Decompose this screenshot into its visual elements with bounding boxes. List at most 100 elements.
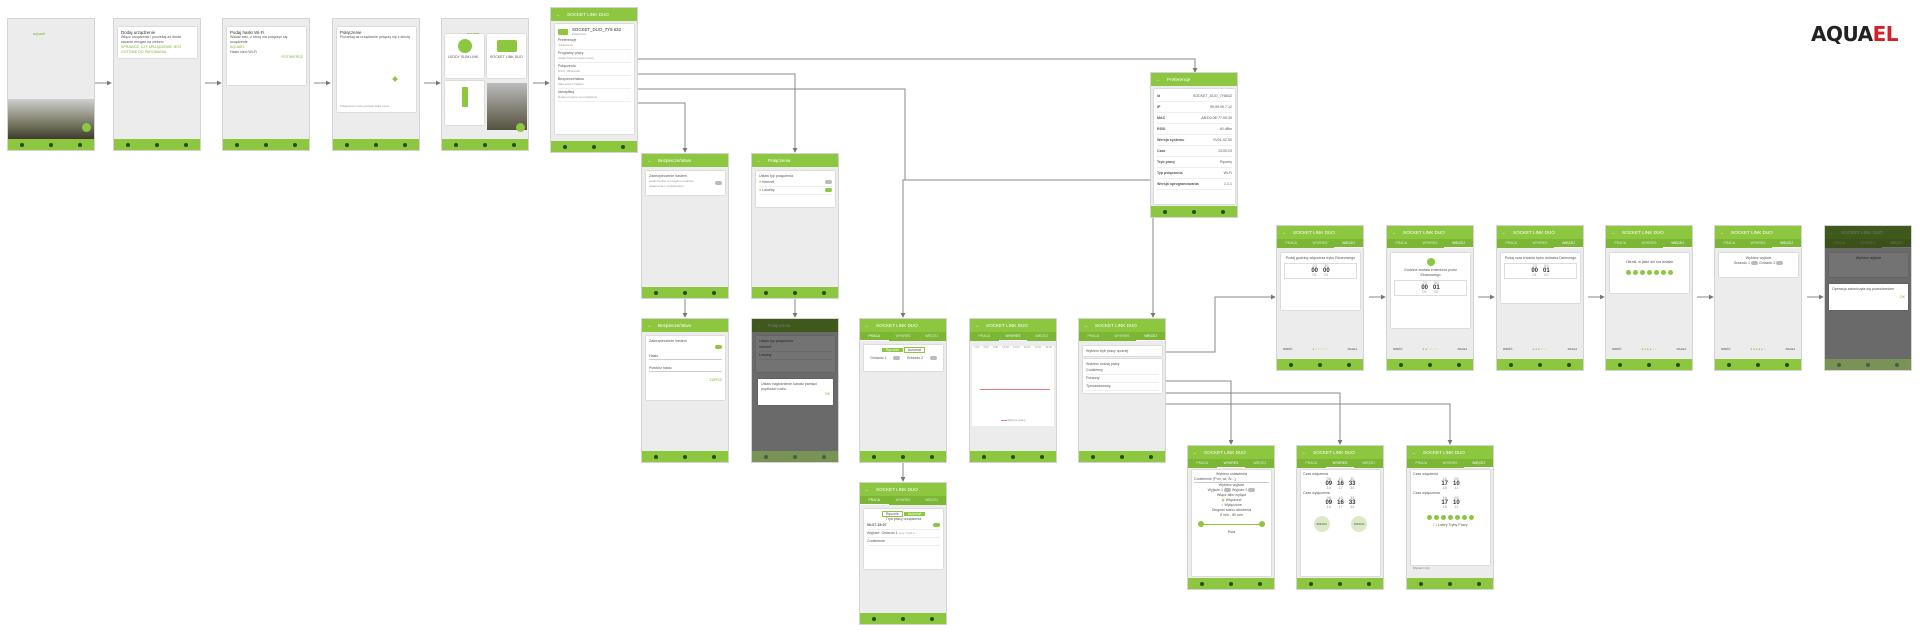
- help-icon[interactable]: [154, 142, 159, 147]
- settings-icon[interactable]: [292, 142, 297, 147]
- protection-toggle[interactable]: [715, 181, 722, 185]
- help-icon[interactable]: [1447, 581, 1452, 586]
- option-daily[interactable]: Codzienny: [1086, 367, 1159, 375]
- devices-icon[interactable]: [872, 616, 877, 621]
- output2-toggle[interactable]: [1776, 261, 1784, 265]
- password-field[interactable]: Hasło: [649, 354, 722, 360]
- devices-icon[interactable]: [235, 142, 240, 147]
- help-icon[interactable]: [1755, 362, 1760, 367]
- auto-button[interactable]: Automat: [903, 347, 926, 353]
- settings-icon[interactable]: [1476, 581, 1481, 586]
- settings-icon[interactable]: [1784, 362, 1789, 367]
- next-button[interactable]: DALEJ: [1457, 347, 1467, 351]
- help-icon[interactable]: [1646, 362, 1651, 367]
- output1-toggle[interactable]: [1224, 488, 1231, 492]
- back-arrow-icon[interactable]: ←: [647, 158, 652, 164]
- next-button[interactable]: DALEJ: [1347, 347, 1357, 351]
- help-icon[interactable]: [1537, 362, 1542, 367]
- settings-icon[interactable]: [929, 616, 934, 621]
- back-arrow-icon[interactable]: ←: [1084, 323, 1089, 329]
- days-select[interactable]: Codziennie (Pon, wt, Śr...): [1194, 477, 1269, 483]
- devices-icon[interactable]: [1200, 581, 1205, 586]
- help-icon[interactable]: [792, 290, 797, 295]
- output-row[interactable]: Wyjście: Gniazdo 1 Luty, Tydz 1...: [867, 530, 940, 538]
- settings-icon[interactable]: [620, 144, 625, 149]
- change-button-1[interactable]: ZMIANA: [1313, 516, 1330, 532]
- back-button[interactable]: WRÓĆ: [1393, 347, 1403, 351]
- dialog-ok-button[interactable]: OK: [824, 392, 830, 396]
- check-ready-link[interactable]: SPRAWDŹ, CZY URZĄDZENIE JEST GOTOWE DO P…: [121, 45, 182, 54]
- manual-button[interactable]: Ręcznie: [881, 511, 903, 517]
- dialog-ok-button[interactable]: OK: [1899, 295, 1905, 299]
- devices-icon[interactable]: [654, 454, 659, 459]
- devices-icon[interactable]: [1727, 362, 1732, 367]
- devices-icon[interactable]: [345, 142, 350, 147]
- help-icon[interactable]: [1191, 209, 1196, 214]
- settings-icon[interactable]: [1039, 454, 1044, 459]
- settings-icon[interactable]: [929, 454, 934, 459]
- help-icon[interactable]: [1010, 454, 1015, 459]
- tab-work[interactable]: PRACA: [1087, 334, 1100, 338]
- devices-icon[interactable]: [20, 142, 25, 147]
- back-arrow-icon[interactable]: ←: [1720, 230, 1725, 236]
- day-selector[interactable]: [1613, 270, 1686, 275]
- devices-icon[interactable]: [1399, 362, 1404, 367]
- change-button-2[interactable]: ZMIANA: [1351, 516, 1368, 532]
- devices-icon[interactable]: [654, 290, 659, 295]
- next-button[interactable]: DALEJ: [1676, 347, 1686, 351]
- tab-more[interactable]: WIĘCEJ: [925, 334, 939, 338]
- radio-off[interactable]: ○ Wyłączone: [1221, 503, 1242, 507]
- device-card-leddy[interactable]: LEDDY SLIM LINK: [445, 34, 484, 78]
- devices-icon[interactable]: [1289, 362, 1294, 367]
- settings-icon[interactable]: [1456, 362, 1461, 367]
- devices-icon[interactable]: [454, 142, 459, 147]
- help-icon[interactable]: [373, 142, 378, 147]
- option-timed[interactable]: Tymczasowany: [1086, 383, 1159, 391]
- devices-icon[interactable]: [1618, 362, 1623, 367]
- settings-icon[interactable]: [1346, 362, 1351, 367]
- output1-toggle[interactable]: [1751, 261, 1758, 265]
- next-button[interactable]: DALEJ: [1785, 347, 1795, 351]
- radio-on[interactable]: ◉ Włączone: [1221, 498, 1242, 502]
- help-icon[interactable]: [1337, 581, 1342, 586]
- back-arrow-icon[interactable]: ←: [1193, 450, 1198, 456]
- settings-icon[interactable]: [1220, 209, 1225, 214]
- password-field[interactable]: Hasło sieci Wi-Fi: [230, 50, 257, 54]
- help-icon[interactable]: [682, 290, 687, 295]
- tab-work[interactable]: PRACA: [978, 334, 991, 338]
- back-arrow-icon[interactable]: ←: [865, 487, 870, 493]
- option-internet[interactable]: ● Internet: [759, 179, 832, 187]
- settings-icon[interactable]: [1566, 362, 1571, 367]
- help-icon[interactable]: [263, 142, 268, 147]
- back-arrow-icon[interactable]: ←: [975, 323, 980, 329]
- add-device-fab[interactable]: [516, 123, 525, 132]
- devices-icon[interactable]: [1309, 581, 1314, 586]
- back-arrow-icon[interactable]: ←: [1156, 77, 1161, 83]
- devices-icon[interactable]: [764, 290, 769, 295]
- back-arrow-icon[interactable]: ←: [1282, 230, 1287, 236]
- option-local[interactable]: ● Lokalny: [759, 187, 832, 195]
- manual-mode-card[interactable]: Wybierz tryb pracy ręcznej: [1083, 346, 1162, 356]
- tab-work[interactable]: PRACA: [860, 496, 889, 505]
- back-arrow-icon[interactable]: ←: [1392, 230, 1397, 236]
- tab-chart[interactable]: WYKRES: [998, 332, 1028, 341]
- help-icon[interactable]: [1427, 362, 1432, 367]
- back-button[interactable]: WRÓĆ: [1721, 347, 1731, 351]
- tab-more[interactable]: WIĘCEJ: [925, 498, 939, 502]
- device-card-third[interactable]: [445, 81, 484, 125]
- devices-icon[interactable]: [1419, 581, 1424, 586]
- back-arrow-icon[interactable]: ←: [757, 158, 762, 164]
- devices-icon[interactable]: [1163, 209, 1168, 214]
- manual-button[interactable]: Ręcznie: [881, 348, 903, 352]
- help-icon[interactable]: [48, 142, 53, 147]
- back-arrow-icon[interactable]: ←: [556, 12, 561, 18]
- back-button[interactable]: WRÓĆ: [1612, 347, 1622, 351]
- repeat-checkbox[interactable]: ☐ Lustry Tryby Pracy: [1433, 523, 1468, 527]
- schedule-row[interactable]: 06:07-19:07: [867, 522, 940, 530]
- settings-icon[interactable]: [1148, 454, 1153, 459]
